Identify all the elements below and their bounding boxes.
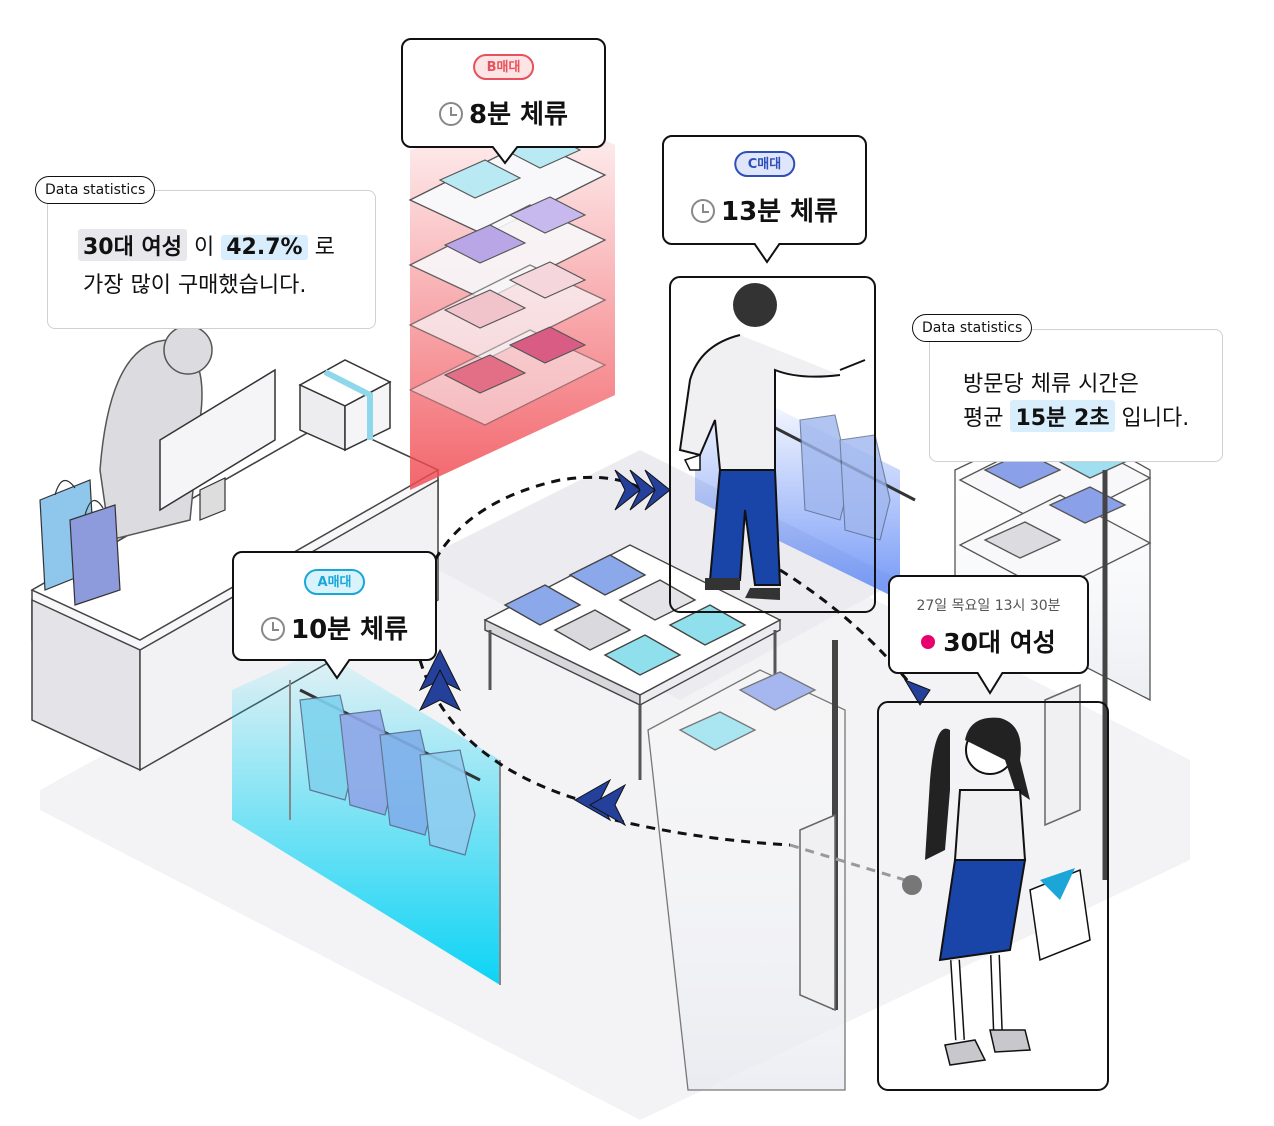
a-rack-zone [232,650,501,985]
a-zone-callout-pointer [323,659,351,680]
purchase-suffix: 로 [314,235,335,260]
c-zone-dwell-text: 13분 체류 [721,197,838,227]
clock-icon [691,199,715,223]
b-zone-tag: B매대 [472,54,535,80]
a-zone-dwell-text: 10분 체류 [291,615,408,645]
path-origin-dot [902,875,922,895]
c-zone-callout: C매대 13분 체류 [662,135,867,245]
purchase-particle: 이 [194,235,215,260]
shopping-bags [39,479,121,606]
a-zone-tag: A매대 [303,569,366,595]
dwell-stats-card: 방문당 체류 시간은 평균 15분 2초 입니다. [929,329,1223,462]
purchase-group-highlight: 30대 여성 [78,229,187,261]
purchase-stats-card: 30대 여성 이 42.7% 로 가장 많이 구매했습니다. [47,190,376,329]
c-zone-callout-pointer [753,243,781,264]
clock-icon [439,102,464,126]
a-zone-dwell: 10분 체류 [234,609,435,646]
female-shopper-frame [877,701,1109,1091]
purchase-stats-line-2: 가장 많이 구매했습니다. [83,273,307,298]
a-zone-callout: A매대 10분 체류 [232,551,437,661]
male-shopper-frame [669,276,876,613]
c-zone-tag: C매대 [733,151,796,177]
b-shelf-zone [408,110,615,490]
monitor [159,368,276,521]
dwell-stats-tag: Data statistics [912,314,1033,342]
purchase-stats-tag: Data statistics [35,176,156,204]
b-zone-dwell-text: 8분 체류 [469,100,568,130]
b-zone-callout-pointer [491,146,519,165]
visitor-callout-pointer [976,672,1004,695]
purchase-stats-line-1: 30대 여성 이 42.7% 로 [78,229,335,261]
customer-path-tail [789,843,906,882]
female-shopper [925,717,1091,1066]
purchase-percent-highlight: 42.7% [221,235,308,260]
visitor-dot-icon [921,635,936,649]
c-zone-label: C매대 [747,157,782,172]
dwell-value-highlight: 15분 2초 [1010,400,1115,432]
visitor-timestamp: 27일 목요일 13시 30분 [916,598,1061,614]
c-zone-dwell: 13분 체류 [664,191,865,228]
center-table [483,544,782,780]
clock-icon [261,617,285,641]
security-gate [799,683,1081,1012]
a-zone-label: A매대 [317,575,352,590]
visitor-callout: 27일 목요일 13시 30분 30대 여성 [888,575,1089,674]
dwell-stats-line-2: 평균 15분 2초 입니다. [963,400,1189,432]
dwell-suffix: 입니다. [1121,406,1190,431]
visitor-segment: 30대 여성 [943,628,1056,657]
b-zone-label: B매대 [486,60,521,75]
shipping-box [298,359,392,452]
dwell-stats-line-1: 방문당 체류 시간은 [963,372,1139,397]
visitor-segment-row: 30대 여성 [890,623,1087,659]
b-zone-dwell: 8분 체류 [403,94,604,131]
b-zone-callout: B매대 8분 체류 [401,38,606,148]
male-shopper [678,283,866,600]
dwell-prefix: 평균 [963,406,1004,431]
path-chevrons [418,469,931,827]
